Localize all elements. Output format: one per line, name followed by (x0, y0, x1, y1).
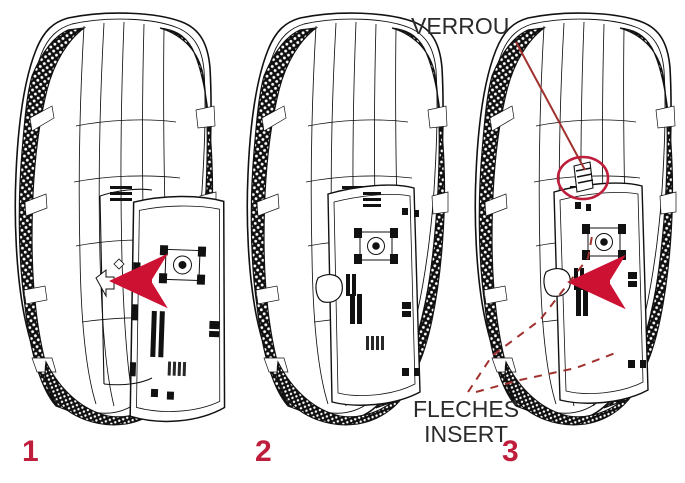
panel-number-2: 2 (255, 435, 272, 468)
panel-number-3: 3 (502, 435, 519, 468)
verrou-leader-line (515, 41, 586, 171)
verrou-callout-graphics (515, 41, 610, 201)
panel-2-illustration (246, 12, 449, 426)
fleches-insert-label-line1: FLECHES (413, 396, 520, 422)
fleches-leader-line-2 (475, 351, 619, 393)
insert-plate-detached (125, 193, 233, 425)
panel-number-1: 1 (22, 435, 39, 468)
verrou-label: VERROU (411, 13, 510, 39)
fleches-insert-callout-graphics (467, 235, 619, 393)
panel-1-illustration (14, 12, 233, 426)
insert-plate-seated (327, 184, 421, 406)
verrou-highlight-ellipse (556, 155, 610, 201)
panel-3-illustration (474, 12, 677, 426)
fleches-insert-label-line2: INSERT (424, 421, 509, 447)
fleches-insert-label: FLECHES INSERT (413, 397, 519, 447)
